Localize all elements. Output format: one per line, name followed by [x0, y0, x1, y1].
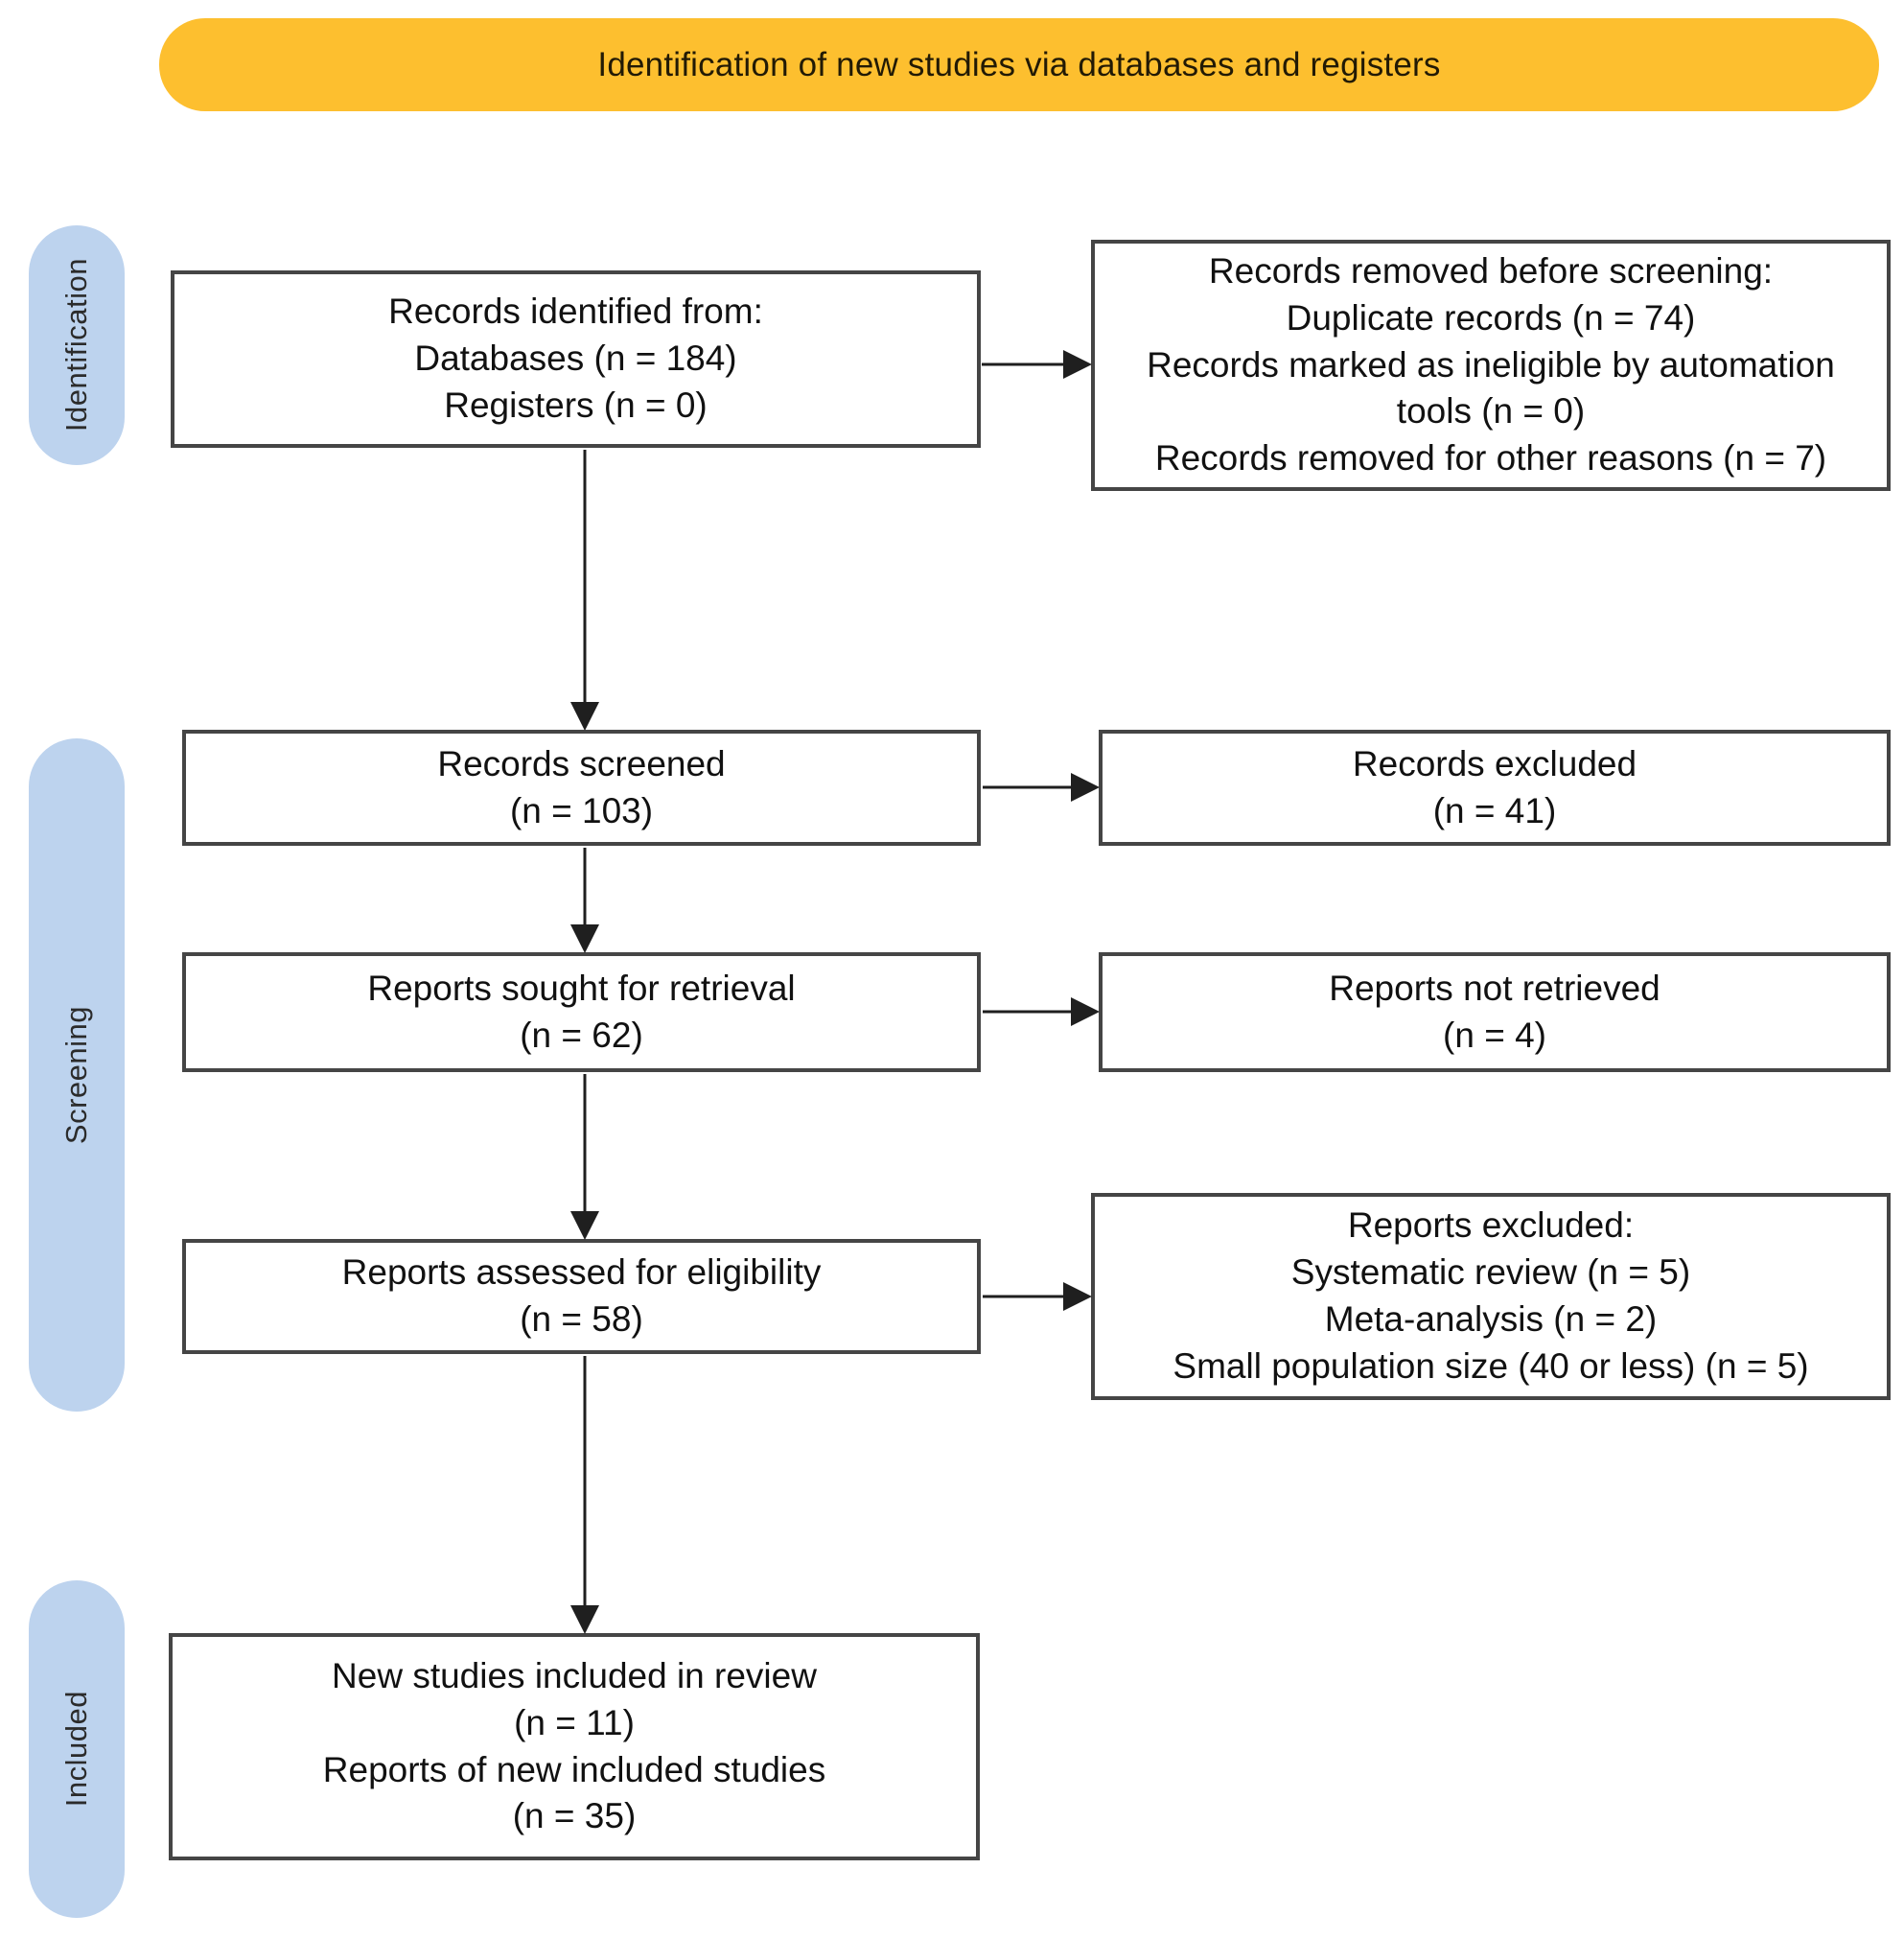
box-line: (n = 41) [1432, 790, 1557, 830]
box-line: Records excluded [1352, 743, 1637, 783]
box-line: Records removed for other reasons (n = 7… [1154, 438, 1827, 479]
box-records-removed-before-screening: Records removed before screening: Duplic… [1091, 240, 1891, 491]
box-line: Reports sought for retrieval [367, 968, 796, 1008]
box-line: Duplicate records (n = 74) [1286, 297, 1696, 338]
box-line: New studies included in review [332, 1655, 817, 1695]
box-line: Systematic review (n = 5) [1290, 1252, 1691, 1293]
box-new-studies-included: New studies included in review (n = 11) … [169, 1633, 980, 1860]
stage-label-identification-text: Identification [59, 258, 93, 432]
box-reports-not-retrieved: Reports not retrieved (n = 4) [1099, 952, 1891, 1072]
box-line: Small population size (40 or less) (n = … [1173, 1345, 1809, 1386]
box-line: Records screened [437, 743, 726, 783]
box-line: Records marked as ineligible by automati… [1147, 344, 1835, 432]
box-line: (n = 4) [1443, 1015, 1546, 1055]
box-line: Databases (n = 184) [414, 339, 737, 379]
box-line: Registers (n = 0) [444, 385, 708, 425]
box-line: Meta-analysis (n = 2) [1324, 1299, 1658, 1339]
box-line: (n = 103) [509, 790, 654, 830]
box-records-screened: Records screened (n = 103) [182, 730, 981, 846]
box-records-excluded: Records excluded (n = 41) [1099, 730, 1891, 846]
box-records-identified: Records identified from: Databases (n = … [171, 270, 981, 448]
box-reports-excluded: Reports excluded: Systematic review (n =… [1091, 1193, 1891, 1400]
stage-label-screening-text: Screening [59, 1005, 93, 1145]
box-reports-sought: Reports sought for retrieval (n = 62) [182, 952, 981, 1072]
box-line: Reports of new included studies [322, 1749, 826, 1789]
box-line: Records identified from: [388, 292, 763, 332]
box-reports-assessed: Reports assessed for eligibility (n = 58… [182, 1239, 981, 1354]
stage-label-identification: Identification [29, 225, 125, 465]
banner: Identification of new studies via databa… [159, 18, 1879, 111]
box-line: Reports assessed for eligibility [341, 1252, 822, 1293]
box-line: (n = 35) [512, 1796, 637, 1836]
stage-label-included-text: Included [59, 1691, 93, 1808]
box-line: Reports not retrieved [1329, 968, 1660, 1008]
stage-label-screening: Screening [29, 738, 125, 1412]
box-line: (n = 11) [514, 1702, 635, 1742]
box-line: (n = 58) [520, 1299, 643, 1339]
box-line: Reports excluded: [1347, 1205, 1635, 1246]
stage-label-included: Included [29, 1580, 125, 1918]
banner-title: Identification of new studies via databa… [597, 45, 1441, 83]
box-line: (n = 62) [520, 1015, 643, 1055]
box-line: Records removed before screening: [1208, 250, 1774, 291]
